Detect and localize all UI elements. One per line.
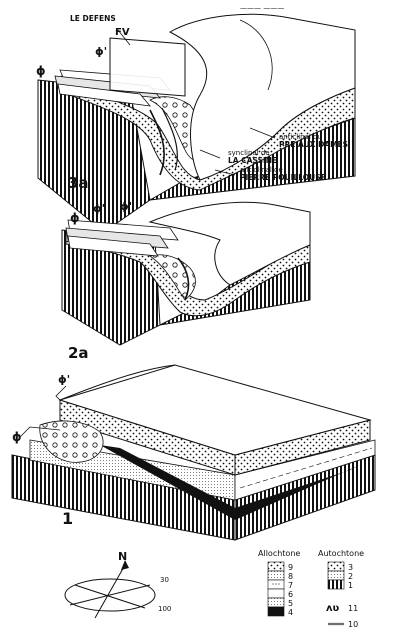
legend-label-11: 11 (348, 604, 358, 613)
label-1-phi: ϕ (12, 430, 22, 444)
label-synclinal-1: synclinal de (228, 149, 270, 157)
legend-label-7: 7 (288, 581, 293, 590)
legend-label-10: 10 (348, 620, 358, 629)
north-arrow-icon (94, 564, 126, 619)
legend-label-2: 2 (348, 572, 353, 581)
label-3a-phi-prime: ϕ' (95, 45, 107, 58)
label-anticlinal-pre-2: PRE AUX DAMES (279, 140, 348, 149)
legend-swatch-1 (327, 579, 345, 590)
header-scribble: ——— ——— (240, 4, 284, 12)
legend-swatch-3 (327, 561, 345, 572)
label-2a-phi: ϕ (70, 211, 80, 225)
label-le-defens: LE DEFENS (70, 14, 116, 23)
caption-3a: 3a (68, 174, 89, 192)
label-3a-phi: ϕ (36, 64, 46, 78)
compass: N 30 100 (64, 550, 171, 619)
legend-label-5: 5 (288, 599, 293, 608)
legend-swatch-9 (267, 561, 285, 572)
legend-label-8: 8 (288, 572, 293, 581)
label-anticlinal-pre-1: anticlinal du (279, 133, 322, 141)
legend-symbol-11-icon: ʌʋ (326, 603, 340, 614)
legend-swatch-6 (267, 588, 285, 599)
block-3a: LE DEFENS FV ϕ' ϕ anticlinal du PRE AUX … (36, 13, 356, 233)
label-synclinal-2: LA CASSINE (228, 156, 277, 165)
label-2a-phi-prime-2: ϕ' (120, 200, 132, 213)
legend-autochtone-heading: Autochtone (318, 549, 364, 558)
block-1: ϕ ϕ' 1 (11, 364, 376, 541)
legend-swatch-8 (267, 570, 285, 581)
legend-label-6: 6 (288, 590, 293, 599)
legend-swatch-2 (327, 570, 345, 581)
legend-label-1: 1 (348, 581, 353, 590)
legend-label-3: 3 (348, 563, 353, 572)
caption-2a: 2a (68, 344, 89, 362)
legend-allochtone-heading: Allochtone (258, 549, 300, 558)
legend-label-9: 9 (288, 563, 293, 572)
label-1-phi-prime: ϕ' (58, 373, 70, 386)
legend-label-4: 4 (288, 608, 293, 617)
compass-north-label: N (118, 550, 127, 563)
legend-swatch-7 (267, 579, 285, 590)
legend-swatch-5 (267, 597, 285, 608)
label-anticlinal-pierre-2: PIERRE POUILLOUSE (240, 173, 326, 182)
label-anticlinal-pierre-1: anticlinal de (240, 166, 283, 174)
caption-1: 1 (62, 509, 73, 528)
block-2a: ϕ ϕ' ϕ' 2a (61, 200, 311, 362)
label-fv: FV (115, 27, 130, 38)
legend: Allochtone Autochtone 9 8 7 6 5 4 3 2 1 … (258, 549, 364, 629)
compass-100-label: 100 (158, 605, 171, 613)
legend-swatch-4 (267, 606, 285, 617)
compass-30-label: 30 (160, 576, 169, 584)
label-2a-phi-prime-1: ϕ' (93, 202, 105, 215)
